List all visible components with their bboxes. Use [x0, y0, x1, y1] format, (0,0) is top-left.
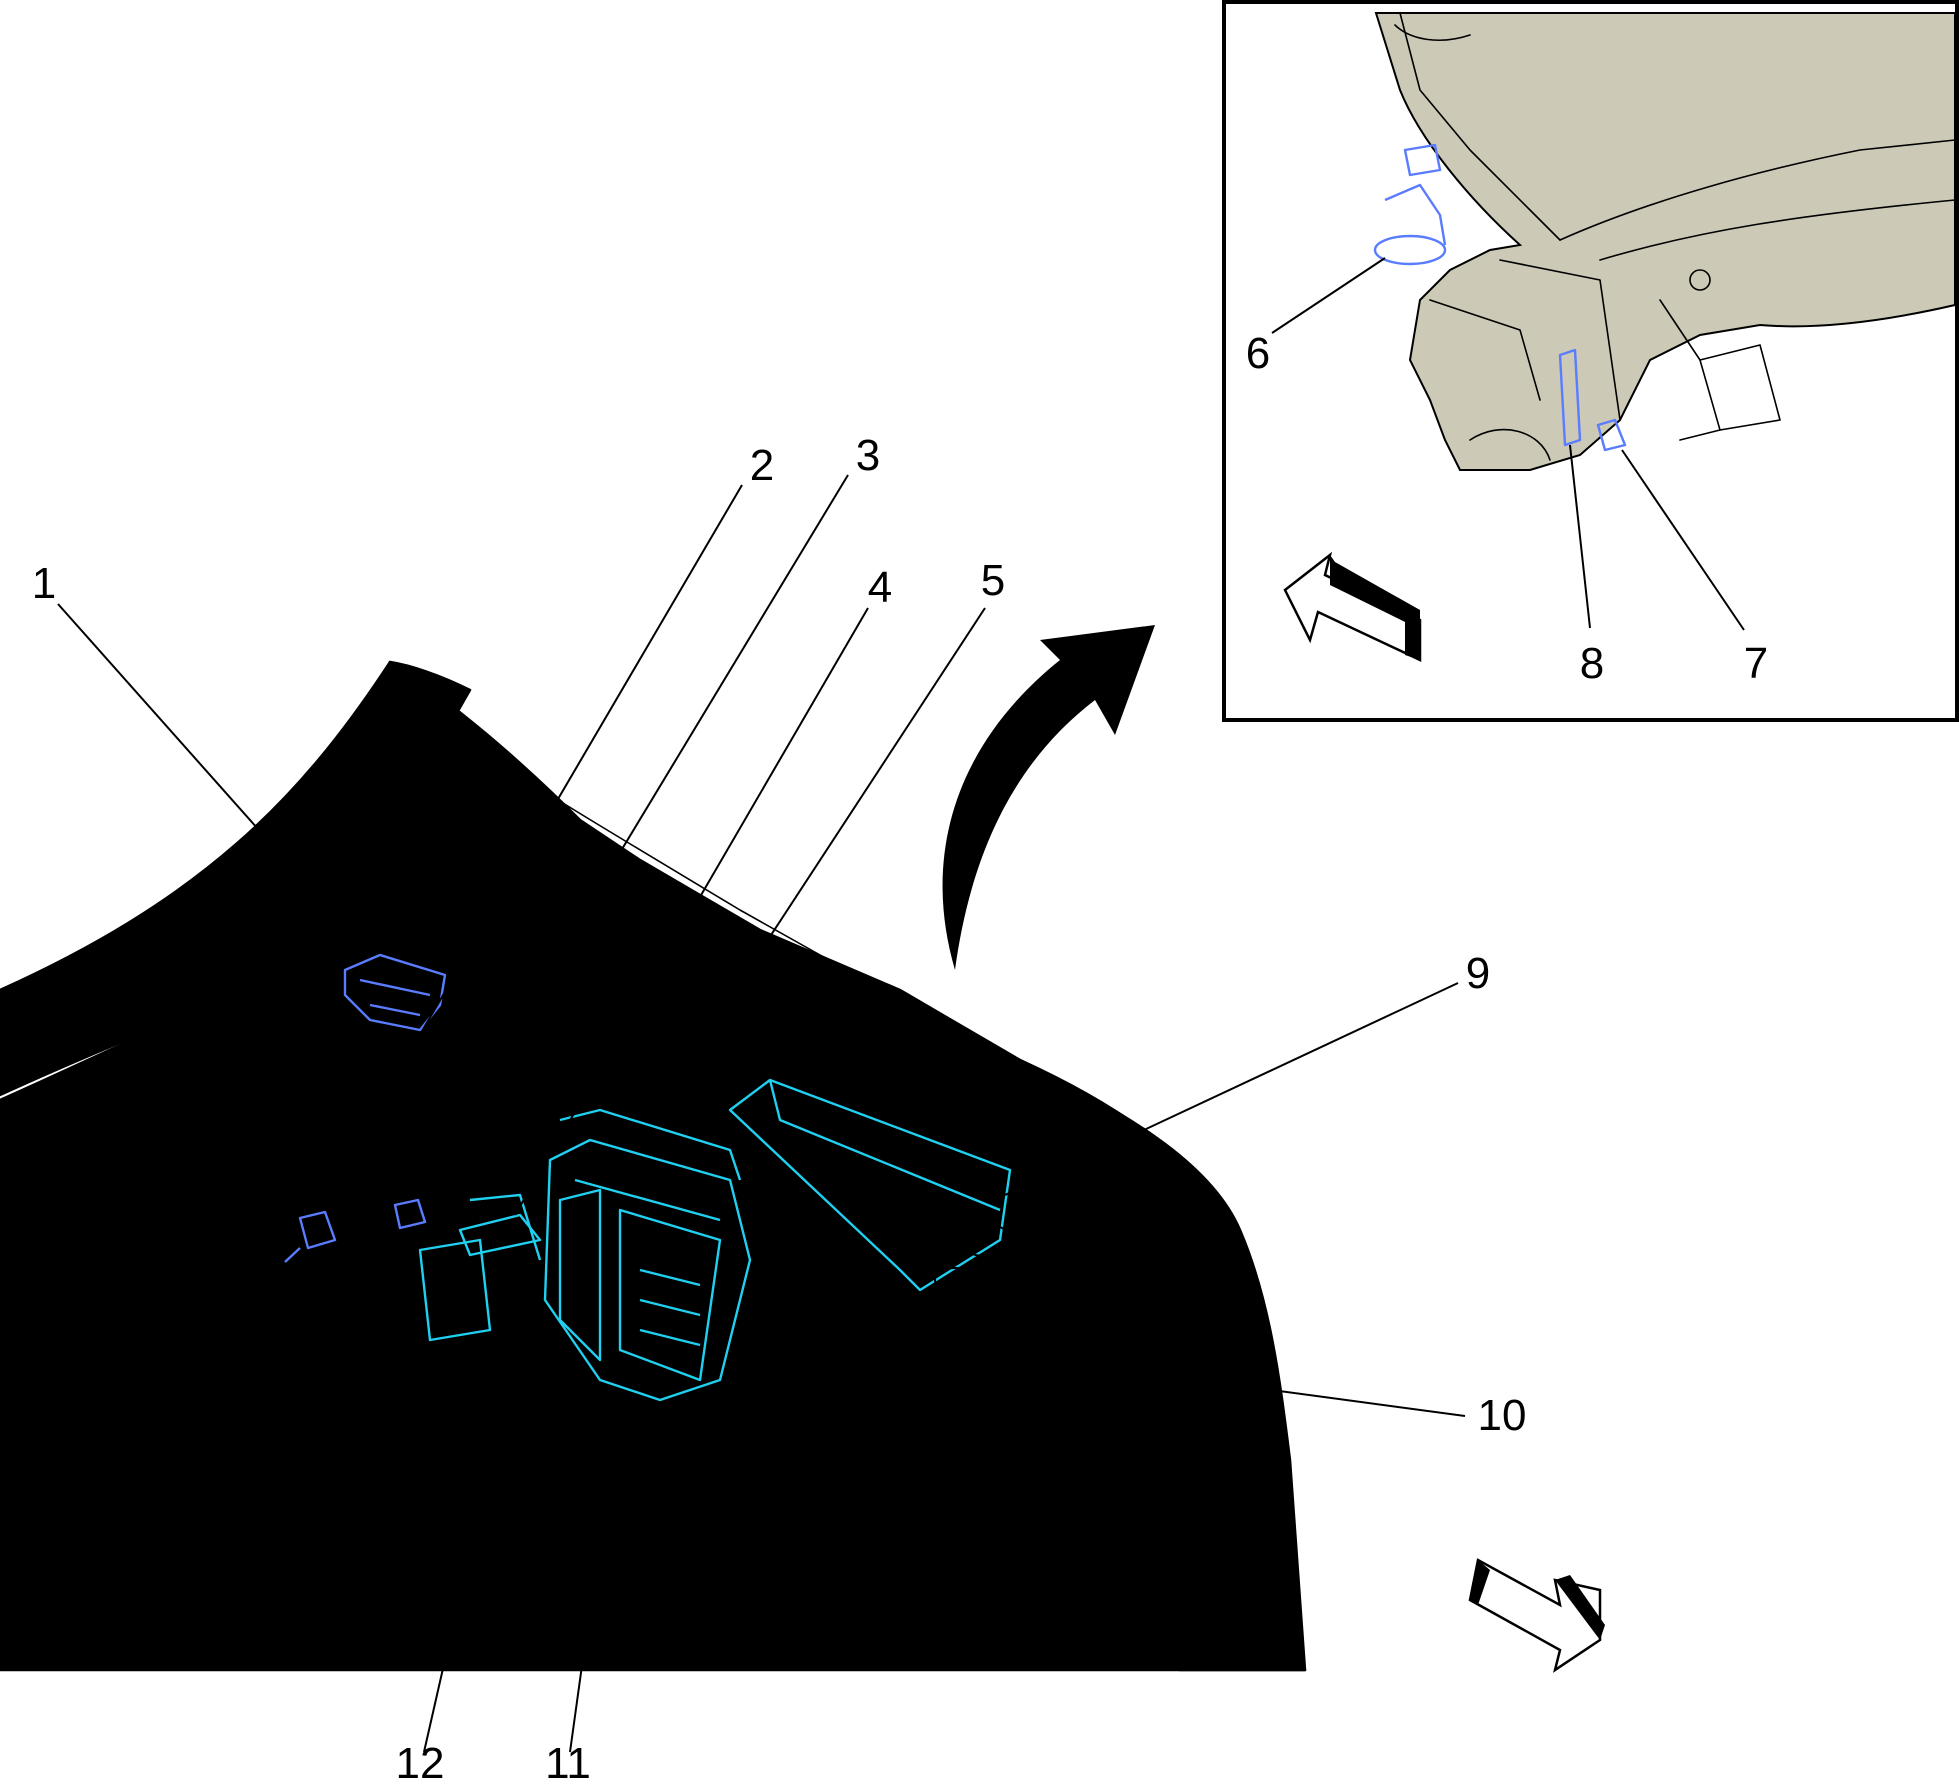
callout-4: 4 [868, 563, 892, 612]
curved-arrow-icon [942, 625, 1155, 970]
callout-8: 8 [1580, 639, 1604, 688]
fuse-block-cover [728, 1078, 1012, 1292]
main-view [0, 625, 1605, 1673]
callout-3: 3 [856, 431, 880, 480]
direction-arrow-icon [1283, 551, 1422, 662]
inset-view [1222, 0, 1959, 722]
callout-7: 7 [1744, 639, 1768, 688]
callout-9: 9 [1466, 949, 1490, 998]
reservoir [934, 1223, 1012, 1381]
callout-10: 10 [1478, 1391, 1527, 1440]
component-2 [284, 1210, 337, 1263]
component-6 [1373, 143, 1447, 266]
front-fascia [1018, 1058, 1307, 1672]
component-7 [1596, 418, 1627, 452]
component-8 [1558, 348, 1582, 447]
callout-5: 5 [981, 556, 1005, 605]
callout-2: 2 [750, 441, 774, 490]
callout-1: 1 [32, 559, 56, 608]
callout-12: 12 [396, 1739, 445, 1788]
inset-body [1374, 12, 1956, 471]
direction-arrow-icon [1468, 1558, 1605, 1673]
fuse-relay-block [418, 1108, 752, 1402]
component-3 [393, 1198, 427, 1230]
callout-11: 11 [545, 1739, 591, 1788]
callouts: 1 2 3 4 5 6 7 8 9 10 11 12 [32, 257, 1768, 1788]
callout-6: 6 [1246, 329, 1270, 378]
harness-4 [458, 1213, 542, 1257]
